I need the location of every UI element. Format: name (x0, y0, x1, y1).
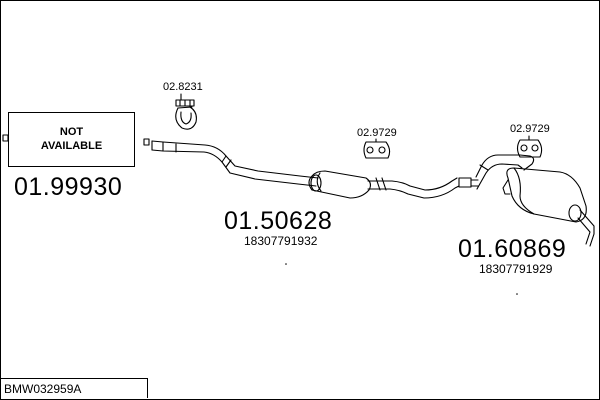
middle-silencer (308, 170, 372, 199)
front-part-not-available-box: NOT AVAILABLE (8, 112, 135, 167)
rear-pipe (475, 154, 535, 190)
not-available-line1: NOT (59, 125, 84, 138)
clamp-accessory (175, 99, 197, 130)
rear-silencer (502, 167, 595, 247)
rear-oe-number: 18307791929 (479, 262, 553, 276)
middle-pipe (151, 140, 319, 187)
rubber-mount-middle (363, 141, 391, 159)
not-available-line2: AVAILABLE (40, 139, 103, 152)
reference-code: BMW032959A (4, 382, 82, 396)
marker-dot (516, 293, 518, 295)
rear-part-number: 01.60869 (458, 235, 567, 263)
front-part-number: 01.99930 (14, 173, 123, 201)
rear-connector-sleeve (458, 177, 472, 188)
mount-middle-part-number: 02.9729 (357, 127, 397, 139)
rubber-mount-rear (516, 139, 543, 158)
middle-part-number: 01.50628 (224, 207, 333, 235)
middle-connector-square (143, 138, 150, 146)
reference-code-box: BMW032959A (0, 378, 148, 398)
mount-rear-part-number: 02.9729 (510, 123, 550, 135)
marker-dot (285, 263, 287, 265)
clamp-part-number: 02.8231 (163, 81, 203, 93)
middle-oe-number: 18307791932 (244, 234, 318, 248)
middle-pipe-rear (367, 177, 460, 199)
